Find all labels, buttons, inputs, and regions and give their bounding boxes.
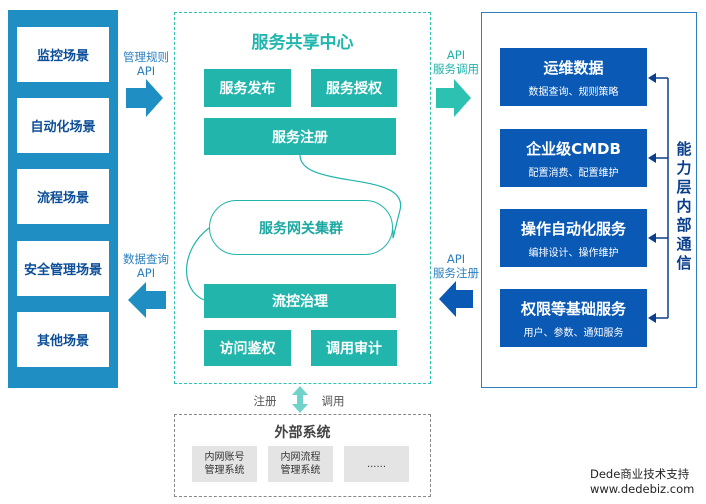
capability-subtitle: 用户、参数、通知服务 xyxy=(523,327,624,339)
call-audit-box[interactable]: 调用审计 xyxy=(311,330,397,366)
api-register-label-line2: 服务注册 xyxy=(433,266,479,280)
external-link-shaft xyxy=(297,393,303,405)
footer-watermark: Dede商业技术支持 www.dedebiz.com xyxy=(590,467,694,497)
arrowhead xyxy=(648,153,656,163)
footer-line2: www.dedebiz.com xyxy=(590,482,695,496)
api-call-label: API 服务调用 xyxy=(431,48,481,76)
capability-cmdb[interactable]: 企业级CMDB 配置消费、配置维护 xyxy=(500,129,647,187)
ext-line1: 内网流程 xyxy=(280,452,321,463)
mgmt-rule-api-label: 管理规则 API xyxy=(118,50,174,78)
capability-title: 运维数据 xyxy=(543,58,604,77)
ext-line2: 管理系统 xyxy=(204,465,245,476)
service-center-title: 服务共享中心 xyxy=(251,33,354,53)
external-systems-panel xyxy=(174,414,431,497)
external-link-down-arrow xyxy=(292,404,308,413)
api-call-label-line1: API xyxy=(446,48,466,62)
data-query-arrow xyxy=(128,282,166,318)
scenario-monitoring[interactable]: 监控场景 xyxy=(16,26,110,83)
capability-subtitle: 配置消费、配置维护 xyxy=(528,167,619,179)
scenario-automation[interactable]: 自动化场景 xyxy=(16,97,110,154)
access-auth-box[interactable]: 访问鉴权 xyxy=(204,330,291,366)
scenario-panel: 监控场景 自动化场景 流程场景 安全管理场景 其他场景 xyxy=(8,10,118,388)
capability-automation[interactable]: 操作自动化服务 编排设计、操作维护 xyxy=(500,209,647,267)
flow-control-box[interactable]: 流控治理 xyxy=(204,284,396,318)
service-publish-box[interactable]: 服务发布 xyxy=(204,69,291,107)
mgmt-rule-label-line1: 管理规则 xyxy=(123,50,169,64)
arrowhead xyxy=(648,233,656,243)
service-authorize-box[interactable]: 服务授权 xyxy=(311,69,397,107)
service-register-box[interactable]: 服务注册 xyxy=(204,118,396,155)
scenario-process[interactable]: 流程场景 xyxy=(16,168,110,225)
api-register-label-line1: API xyxy=(446,252,466,266)
arrowhead xyxy=(648,73,656,83)
api-register-label: API 服务注册 xyxy=(431,252,481,280)
call-label: 调用 xyxy=(321,394,345,408)
capability-title: 操作自动化服务 xyxy=(520,219,626,238)
data-query-api-label: 数据查询 API xyxy=(118,252,174,280)
mgmt-rule-arrow xyxy=(126,79,163,117)
capability-title: 权限等基础服务 xyxy=(520,299,626,318)
capability-ops-data[interactable]: 运维数据 数据查询、规则策略 xyxy=(500,48,647,106)
register-label: 注册 xyxy=(253,394,277,408)
capability-layer-label: 能力层内部通信 xyxy=(676,140,692,272)
data-query-label-line2: API xyxy=(136,266,156,280)
scenario-security[interactable]: 安全管理场景 xyxy=(16,240,110,297)
capability-panel xyxy=(481,12,697,388)
intranet-account-system[interactable]: 内网账号管理系统 xyxy=(192,446,257,482)
mgmt-rule-label-line2: API xyxy=(136,64,156,78)
register-gateway-curve xyxy=(299,154,401,239)
capability-subtitle: 编排设计、操作维护 xyxy=(528,247,619,259)
ext-line1: 内网账号 xyxy=(204,452,245,463)
service-center-panel xyxy=(174,12,431,384)
capability-permission[interactable]: 权限等基础服务 用户、参数、通知服务 xyxy=(500,289,647,347)
ext-line2: 管理系统 xyxy=(280,465,321,476)
api-call-label-line2: 服务调用 xyxy=(433,62,479,76)
capability-title: 企业级CMDB xyxy=(526,139,621,158)
gateway-flow-curve xyxy=(186,227,210,301)
api-register-arrow xyxy=(439,281,473,317)
more-systems-placeholder: ...... xyxy=(344,446,409,482)
data-query-label-line1: 数据查询 xyxy=(123,252,169,266)
scenario-other[interactable]: 其他场景 xyxy=(16,311,110,368)
intranet-process-system[interactable]: 内网流程管理系统 xyxy=(268,446,333,482)
footer-line1: Dede商业技术支持 xyxy=(590,467,690,481)
service-gateway-cluster[interactable]: 服务网关集群 xyxy=(209,200,393,255)
external-link-up-arrow xyxy=(292,386,308,395)
external-systems-title: 外部系统 xyxy=(274,425,331,441)
api-call-arrow xyxy=(436,79,471,117)
arrowhead xyxy=(648,313,656,323)
capability-subtitle: 数据查询、规则策略 xyxy=(528,86,619,98)
